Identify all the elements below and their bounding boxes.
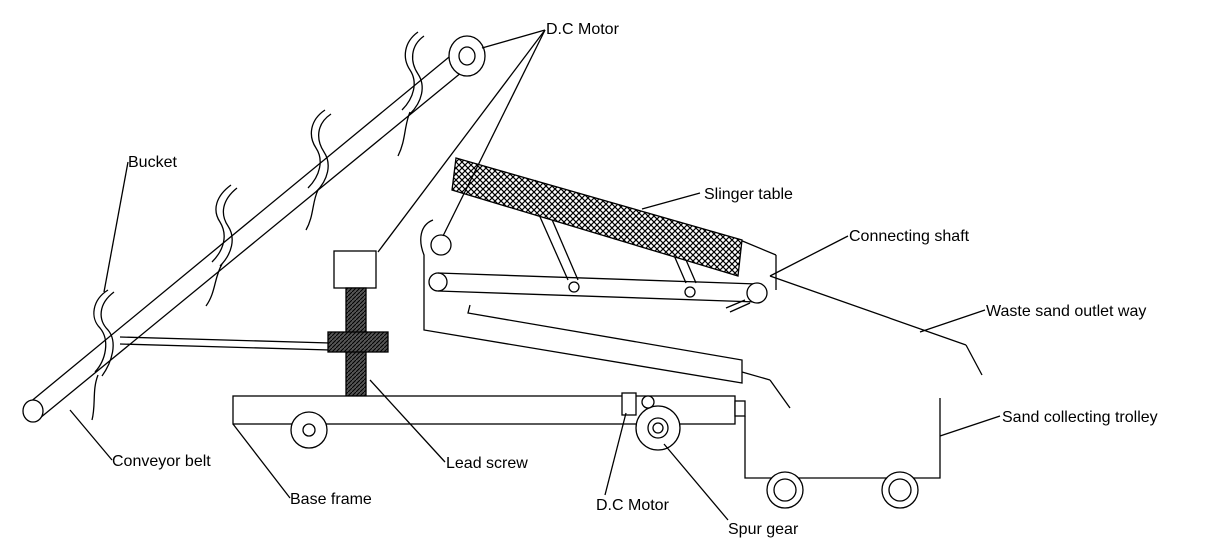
label-conveyor-belt: Conveyor belt xyxy=(112,453,211,470)
label-dc-motor-bottom: D.C Motor xyxy=(596,497,670,514)
label-waste-sand-outlet: Waste sand outlet way xyxy=(986,303,1146,320)
sand-collecting-trolley xyxy=(744,398,941,509)
lead-screw-assembly xyxy=(327,250,389,397)
label-lead-screw: Lead screw xyxy=(446,455,528,472)
label-dc-motor-top: D.C Motor xyxy=(546,21,620,38)
buckets xyxy=(91,31,425,421)
lead-screw-nut xyxy=(327,331,389,353)
label-base-frame: Base frame xyxy=(290,491,372,508)
dc-motor-top-box xyxy=(333,250,377,289)
label-spur-gear: Spur gear xyxy=(728,521,799,538)
slinger-table xyxy=(451,157,743,277)
slinger-frame xyxy=(420,179,777,384)
label-sand-collecting-trolley: Sand collecting trolley xyxy=(1002,409,1158,426)
dc-motor-bottom-box xyxy=(621,392,637,416)
label-slinger-table: Slinger table xyxy=(704,186,793,203)
label-connecting-shaft: Connecting shaft xyxy=(849,228,970,245)
leader-lines xyxy=(69,29,1001,521)
conveyor-belt xyxy=(22,35,486,423)
waste-sand-outlet xyxy=(741,275,983,409)
base-frame xyxy=(232,392,746,451)
label-bucket: Bucket xyxy=(128,154,177,171)
